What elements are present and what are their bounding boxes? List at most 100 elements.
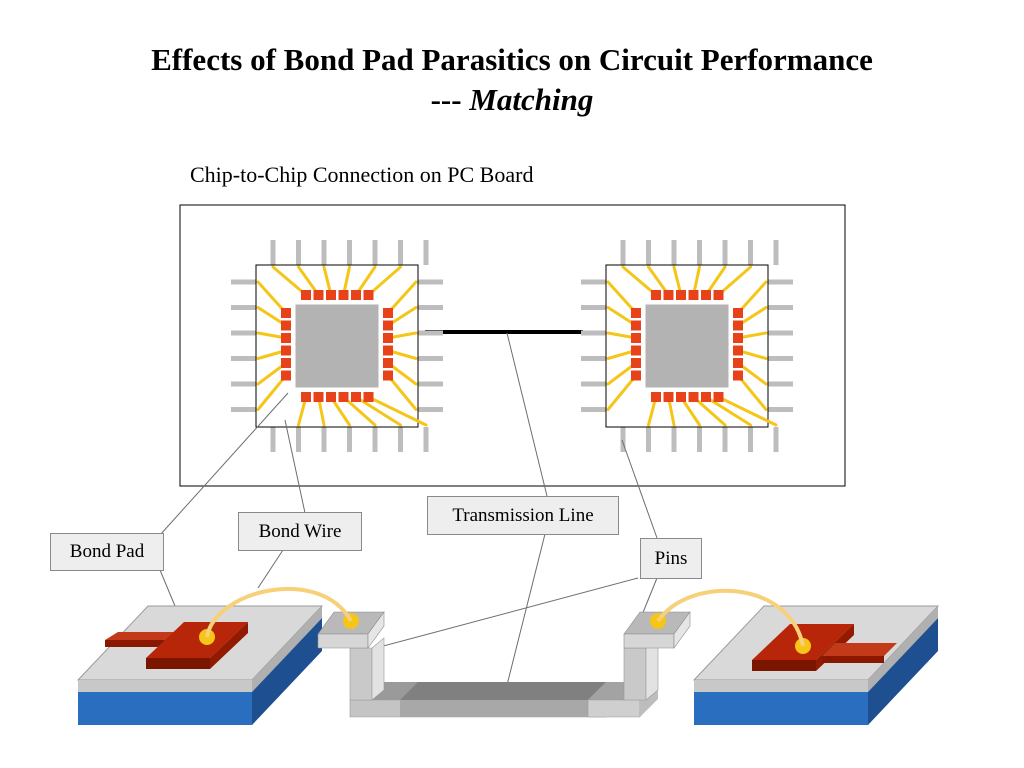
bond-pad xyxy=(713,392,724,402)
bond-pad xyxy=(651,392,661,402)
package-pin xyxy=(347,427,352,452)
package-pin xyxy=(398,427,403,452)
bond-pad xyxy=(733,320,743,331)
package-pin xyxy=(321,427,327,452)
bond-pad xyxy=(676,290,686,300)
package-pin xyxy=(620,240,626,265)
bond-pad xyxy=(651,290,661,300)
bond-pad xyxy=(301,290,311,300)
transmission-line-3d xyxy=(349,682,658,718)
bond-wire xyxy=(271,265,308,297)
bond-pad xyxy=(326,290,336,300)
bond-pad xyxy=(383,345,393,356)
pins-callout: Pins xyxy=(640,538,702,579)
chip-left xyxy=(231,240,443,452)
bond-pad xyxy=(281,358,291,368)
bond-wire xyxy=(386,280,418,315)
die xyxy=(292,301,382,391)
package-pin xyxy=(231,305,256,310)
bond-pad xyxy=(301,392,311,402)
package-pin xyxy=(372,427,378,452)
bond-wire xyxy=(606,280,638,315)
package-pin xyxy=(697,427,702,452)
package-pin xyxy=(768,381,793,387)
bond-pad xyxy=(701,392,711,402)
package-pin xyxy=(423,240,429,265)
bond-pad xyxy=(631,308,641,318)
leader-pins-top xyxy=(621,439,658,539)
package-pin xyxy=(620,427,626,452)
bond-pad xyxy=(733,333,743,343)
page-title: Effects of Bond Pad Parasitics on Circui… xyxy=(0,40,1024,120)
package-pin xyxy=(231,330,256,336)
bond-pad xyxy=(383,333,393,343)
package-pin xyxy=(398,240,403,265)
bond-wire xyxy=(704,395,752,427)
bond-pad xyxy=(688,392,699,402)
bond-pad xyxy=(631,345,641,356)
bond-wire xyxy=(736,374,768,411)
package-pin xyxy=(231,356,256,361)
package-pin xyxy=(581,407,606,412)
bond-pad xyxy=(676,392,686,402)
transmission-line-callout: Transmission Line xyxy=(427,496,619,535)
bond-pad xyxy=(281,308,291,318)
left-bond-wire-3d xyxy=(205,586,353,638)
package-pin xyxy=(768,356,793,361)
bond-pad xyxy=(383,320,393,331)
bond-wire xyxy=(736,280,768,315)
bond-pad xyxy=(701,290,711,300)
title-line-2: --- Matching xyxy=(0,80,1024,120)
title-emphasis: Matching xyxy=(469,82,594,117)
leader-transmission-top xyxy=(506,332,548,497)
package-pin xyxy=(418,330,443,336)
bond-pad xyxy=(733,358,743,368)
bond-pad xyxy=(363,290,374,300)
bond-wire xyxy=(256,280,288,315)
bond-pad xyxy=(733,308,743,318)
package-pin xyxy=(270,427,276,452)
package-pin xyxy=(418,356,443,361)
bond-pad xyxy=(383,308,393,318)
bond-pad xyxy=(663,290,674,300)
package-pin xyxy=(321,240,327,265)
package-pin xyxy=(768,407,793,412)
package-pin xyxy=(671,427,677,452)
package-pin xyxy=(671,240,677,265)
bond-pad xyxy=(281,345,291,356)
package-pin xyxy=(231,279,256,285)
bond-pad xyxy=(383,370,393,381)
bond-pad xyxy=(631,358,641,368)
left-bond-pad-3d xyxy=(105,622,248,669)
bond-pad xyxy=(281,333,291,343)
title-dash: --- xyxy=(430,82,470,117)
leader-bond-pad-top xyxy=(159,392,289,536)
package-pin xyxy=(748,240,753,265)
package-pin xyxy=(423,427,429,452)
package-pin xyxy=(347,240,352,265)
bond-pad xyxy=(313,290,324,300)
package-pin xyxy=(372,240,378,265)
package-pin xyxy=(722,427,728,452)
package-pin xyxy=(296,240,301,265)
bond-pad xyxy=(631,333,641,343)
bond-pad xyxy=(383,358,393,368)
leader-bond-wire-top xyxy=(284,419,306,514)
package-pin xyxy=(418,407,443,412)
bond-wire xyxy=(367,265,402,297)
package-pin xyxy=(773,427,779,452)
bond-wire xyxy=(354,395,402,427)
diagram-subtitle: Chip-to-Chip Connection on PC Board xyxy=(190,162,534,187)
die xyxy=(642,301,732,391)
bond-pad xyxy=(733,370,743,381)
chip-right xyxy=(581,240,793,452)
package-pin xyxy=(231,381,256,387)
package-pin xyxy=(768,330,793,336)
package-pin xyxy=(581,330,606,336)
package-pin xyxy=(768,305,793,310)
title-line-1: Effects of Bond Pad Parasitics on Circui… xyxy=(151,42,873,77)
package-pin xyxy=(581,381,606,387)
bond-pad xyxy=(631,320,641,331)
bond-pad xyxy=(313,392,324,402)
